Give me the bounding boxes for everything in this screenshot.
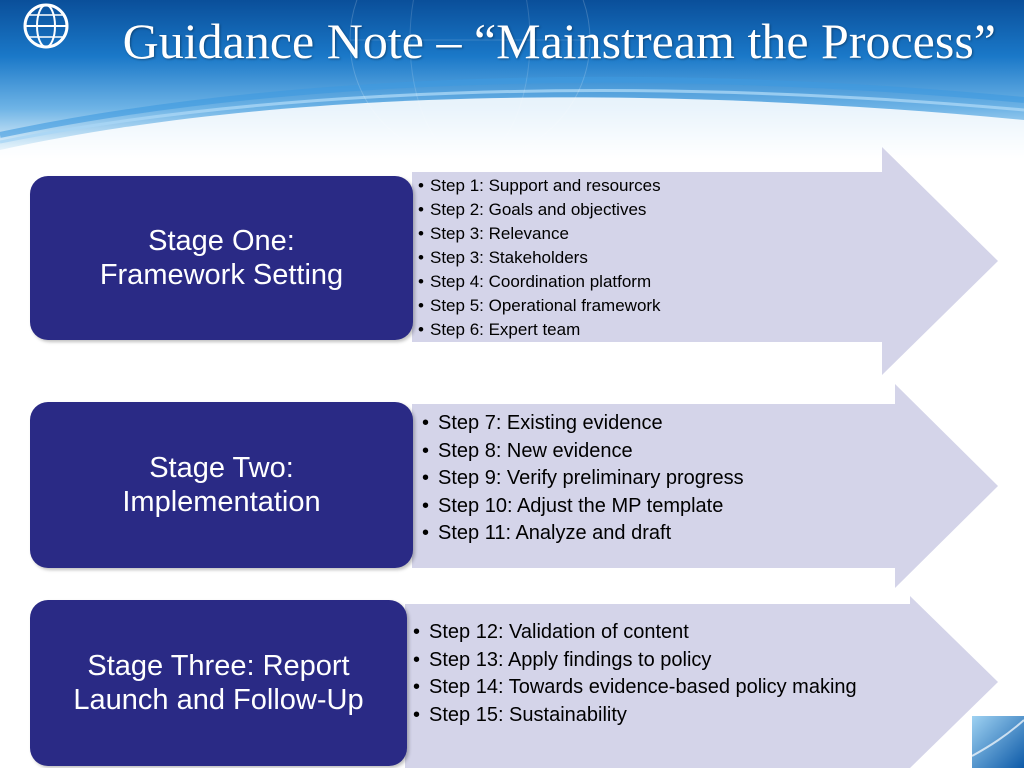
list-item: Step 7: Existing evidence — [418, 410, 744, 438]
page-title: Guidance Note – “Mainstream the Process” — [122, 13, 996, 69]
stage-two-label: Stage Two: Implementation — [122, 452, 321, 518]
list-item: Step 5: Operational framework — [418, 294, 661, 318]
list-item: Step 3: Relevance — [418, 222, 661, 246]
stage-one-row: Stage One: Framework Setting Step 1: Sup… — [0, 147, 1024, 375]
list-item: Step 1: Support and resources — [418, 174, 661, 198]
list-item: Step 8: New evidence — [418, 438, 744, 466]
stage-two-row: Stage Two: Implementation Step 7: Existi… — [0, 384, 1024, 588]
list-item: Step 12: Validation of content — [409, 619, 857, 647]
list-item: Step 4: Coordination platform — [418, 270, 661, 294]
stage-two-steps: Step 7: Existing evidence Step 8: New ev… — [418, 410, 744, 548]
list-item: Step 2: Goals and objectives — [418, 198, 661, 222]
stage-one-box: Stage One: Framework Setting — [30, 176, 413, 340]
stage-three-steps: Step 12: Validation of content Step 13: … — [409, 619, 857, 729]
list-item: Step 13: Apply findings to policy — [409, 647, 857, 675]
header-banner: Guidance Note – “Mainstream the Process” — [0, 0, 1024, 160]
stage-one-label: Stage One: Framework Setting — [99, 225, 344, 291]
header-swoosh-decoration — [0, 0, 1024, 160]
list-item: Step 14: Towards evidence-based policy m… — [409, 674, 857, 702]
list-item: Step 9: Verify preliminary progress — [418, 465, 744, 493]
stage-three-box: Stage Three: Report Launch and Follow-Up — [30, 600, 407, 766]
globe-logo-icon — [23, 3, 69, 49]
list-item: Step 11: Analyze and draft — [418, 520, 744, 548]
list-item: Step 3: Stakeholders — [418, 246, 661, 270]
list-item: Step 6: Expert team — [418, 318, 661, 342]
corner-decoration — [972, 716, 1024, 768]
stage-one-steps: Step 1: Support and resources Step 2: Go… — [418, 174, 661, 342]
list-item: Step 15: Sustainability — [409, 702, 857, 730]
stage-two-box: Stage Two: Implementation — [30, 402, 413, 568]
stage-three-row: Stage Three: Report Launch and Follow-Up… — [0, 596, 1024, 768]
stage-three-label: Stage Three: Report Launch and Follow-Up — [73, 650, 364, 716]
list-item: Step 10: Adjust the MP template — [418, 493, 744, 521]
